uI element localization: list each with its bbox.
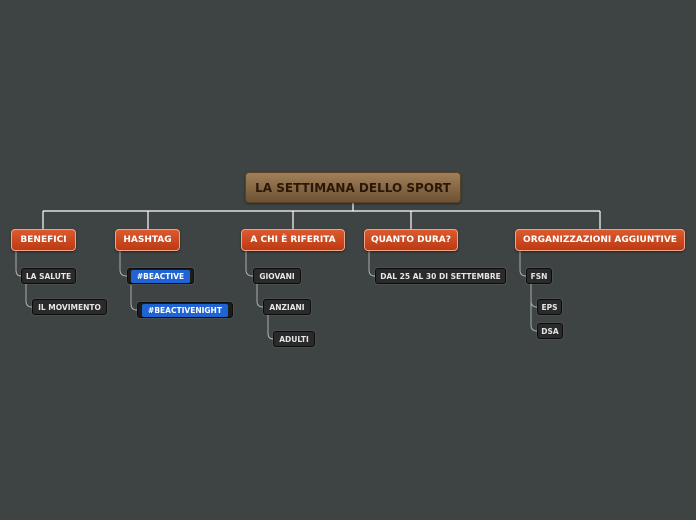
root-topic[interactable]: LA SETTIMANA DELLO SPORT — [245, 172, 461, 203]
subtopic-fsn-label: FSN — [530, 271, 548, 281]
subtopic-giovani-label: GIOVANI — [259, 271, 295, 281]
topic-organizzazioni-aggiuntive[interactable]: ORGANIZZAZIONI AGGIUNTIVE — [515, 229, 685, 251]
subtopic-dsa[interactable]: DSA — [537, 323, 563, 339]
subtopic-giovani[interactable]: GIOVANI — [253, 268, 301, 284]
connector-la-salute — [15, 251, 22, 277]
subtopic-adulti[interactable]: ADULTI — [273, 331, 315, 347]
subtopic-fsn[interactable]: FSN — [526, 268, 552, 284]
subtopic-anziani-label: ANZIANI — [269, 302, 305, 312]
topic-hashtag-label: HASHTAG — [123, 235, 172, 245]
connector-beactive — [119, 251, 128, 277]
subtopic-beactivenight-label: #BEACTIVENIGHT — [142, 303, 228, 317]
subtopic-anziani[interactable]: ANZIANI — [263, 299, 311, 315]
connector-il-movimento — [25, 284, 33, 308]
subtopic-date-range-label: DAL 25 AL 30 DI SETTEMBRE — [380, 271, 501, 281]
subtopic-beactive[interactable]: #BEACTIVE — [127, 268, 194, 284]
topic-org-label: ORGANIZZAZIONI AGGIUNTIVE — [523, 235, 677, 245]
topic-quanto-dura[interactable]: QUANTO DURA? — [364, 229, 458, 251]
topic-a-chi-label: A CHI È RIFERITA — [250, 235, 336, 245]
topic-quanto-label: QUANTO DURA? — [371, 235, 451, 245]
connector-beactivenight — [130, 285, 138, 311]
connector-fsn — [519, 251, 527, 277]
connector-dsa — [530, 301, 538, 332]
subtopic-beactive-label: #BEACTIVE — [130, 269, 191, 283]
subtopic-adulti-label: ADULTI — [279, 334, 309, 344]
connector-adulti — [267, 315, 274, 340]
subtopic-dsa-label: DSA — [541, 326, 559, 336]
topic-benefici[interactable]: BENEFICI — [11, 229, 76, 251]
subtopic-date-range[interactable]: DAL 25 AL 30 DI SETTEMBRE — [375, 268, 506, 284]
subtopic-beactivenight[interactable]: #BEACTIVENIGHT — [137, 302, 233, 318]
topic-benefici-label: BENEFICI — [20, 235, 67, 245]
connector-anziani — [256, 284, 264, 308]
subtopic-eps[interactable]: EPS — [537, 299, 562, 315]
subtopic-la-salute-label: LA SALUTE — [25, 271, 72, 281]
subtopic-il-movimento[interactable]: IL MOVIMENTO — [32, 299, 107, 315]
connector-giovani — [245, 251, 254, 277]
connector-dal — [368, 251, 376, 277]
topic-a-chi-e-riferita[interactable]: A CHI È RIFERITA — [241, 229, 345, 251]
topic-hashtag[interactable]: HASHTAG — [115, 229, 180, 251]
subtopic-la-salute[interactable]: LA SALUTE — [21, 268, 76, 284]
subtopic-eps-label: EPS — [541, 302, 558, 312]
subtopic-il-movimento-label: IL MOVIMENTO — [38, 302, 101, 312]
root-topic-label: LA SETTIMANA DELLO SPORT — [255, 180, 451, 195]
